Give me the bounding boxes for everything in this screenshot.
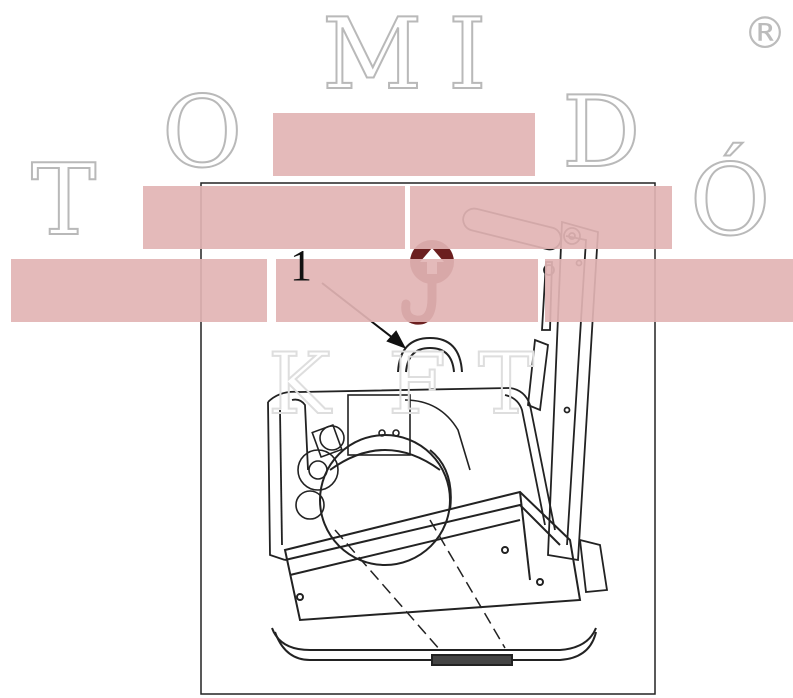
watermark-brick (273, 113, 535, 176)
drive-belt (334, 519, 506, 651)
callout-number: 1 (290, 241, 312, 290)
drive-pulley (319, 434, 452, 566)
watermark-brick (545, 259, 793, 322)
diagram-frame (200, 182, 656, 695)
engine (295, 394, 471, 520)
watermark-letter: O (161, 76, 243, 190)
watermark-letter: K (267, 335, 332, 433)
watermark-letter: T (477, 335, 535, 433)
watermark-letter: Ó (689, 144, 771, 258)
watermark-brick (143, 186, 405, 249)
exciter-housing (283, 490, 582, 622)
base-plate (271, 627, 597, 666)
watermark-letter: M (321, 0, 423, 112)
watermark-letter: I (447, 0, 488, 112)
watermark-brick (11, 259, 267, 322)
watermark-brick (410, 186, 672, 249)
lifting-eye (397, 336, 463, 373)
watermark-letter: T (30, 144, 97, 258)
watermark-letter: D (561, 76, 642, 190)
registered-trademark-mark: ® (743, 8, 787, 59)
watermark-letter: F (387, 335, 447, 433)
protective-frame (267, 387, 556, 561)
watermark-brick (276, 259, 538, 322)
